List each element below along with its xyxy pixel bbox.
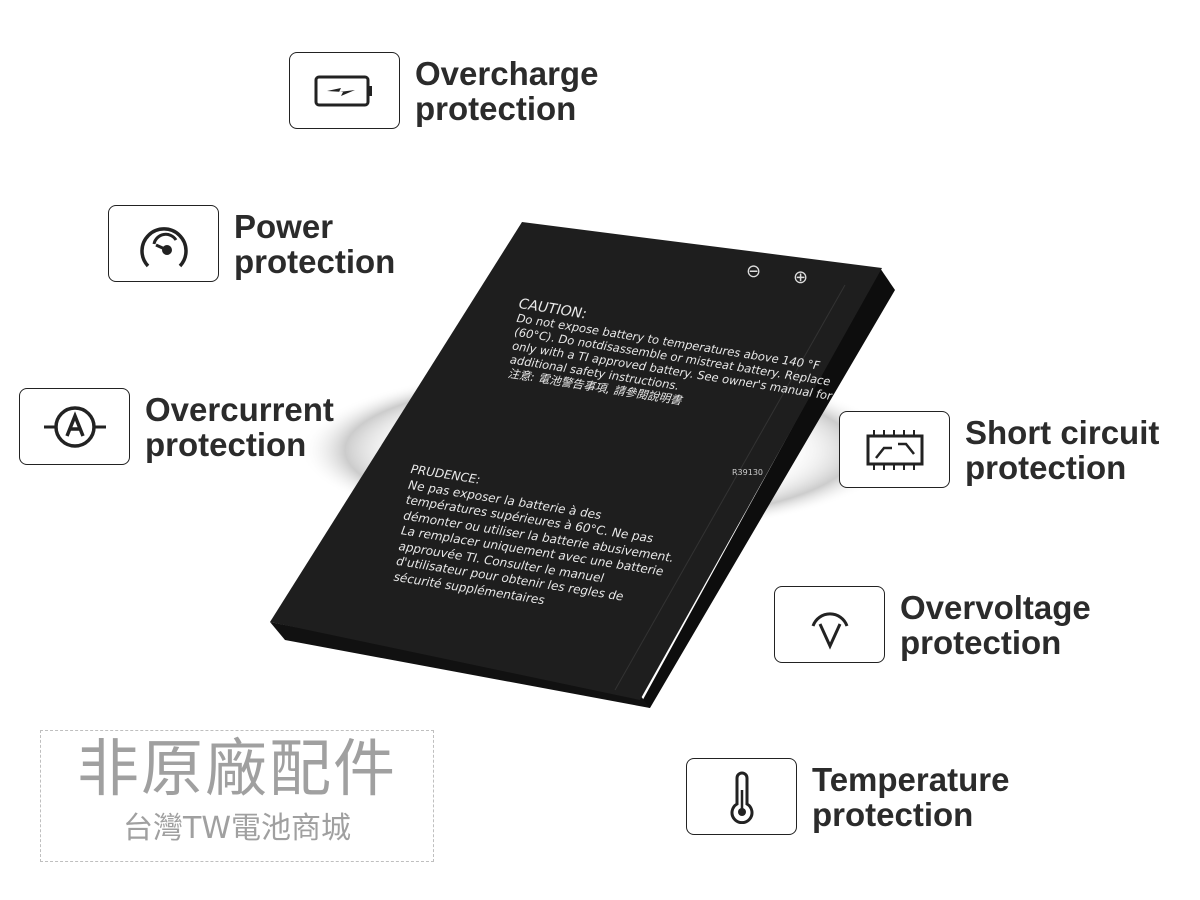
thermometer-icon — [686, 758, 797, 835]
feature-title: Short circuit — [965, 413, 1160, 451]
battery-bottom — [270, 622, 650, 708]
feature-subtitle: protection — [965, 448, 1127, 486]
watermark: 非原廠配件 台灣TW電池商城 — [40, 730, 434, 862]
feature-subtitle: protection — [145, 425, 307, 463]
battery-side — [640, 268, 895, 708]
cert-code: R39130 — [732, 468, 764, 477]
feature-title: Power — [234, 207, 334, 245]
battery-charge-icon — [289, 52, 400, 129]
feature-title: Temperature — [812, 760, 1010, 798]
feature-subtitle: protection — [415, 89, 577, 127]
battery-body — [270, 222, 882, 700]
feature-title: Overcharge — [415, 54, 599, 92]
feature-title: Overcurrent — [145, 390, 334, 428]
battery-edge-line — [614, 284, 846, 691]
feature-subtitle: protection — [234, 242, 396, 280]
watermark-line2: 台灣TW電池商城 — [123, 811, 351, 846]
plus-terminal-icon: ⊕ — [793, 267, 809, 288]
feature-subtitle: protection — [812, 795, 974, 833]
feature-subtitle: protection — [900, 623, 1062, 661]
watermark-line1: 非原廠配件 — [76, 732, 397, 805]
minus-terminal-icon: ⊖ — [746, 261, 762, 282]
feature-title: Overvoltage — [900, 588, 1091, 626]
circuit-board-icon — [839, 411, 950, 488]
ammeter-icon — [19, 388, 130, 465]
voltage-icon — [774, 586, 885, 663]
gauge-icon — [108, 205, 219, 282]
